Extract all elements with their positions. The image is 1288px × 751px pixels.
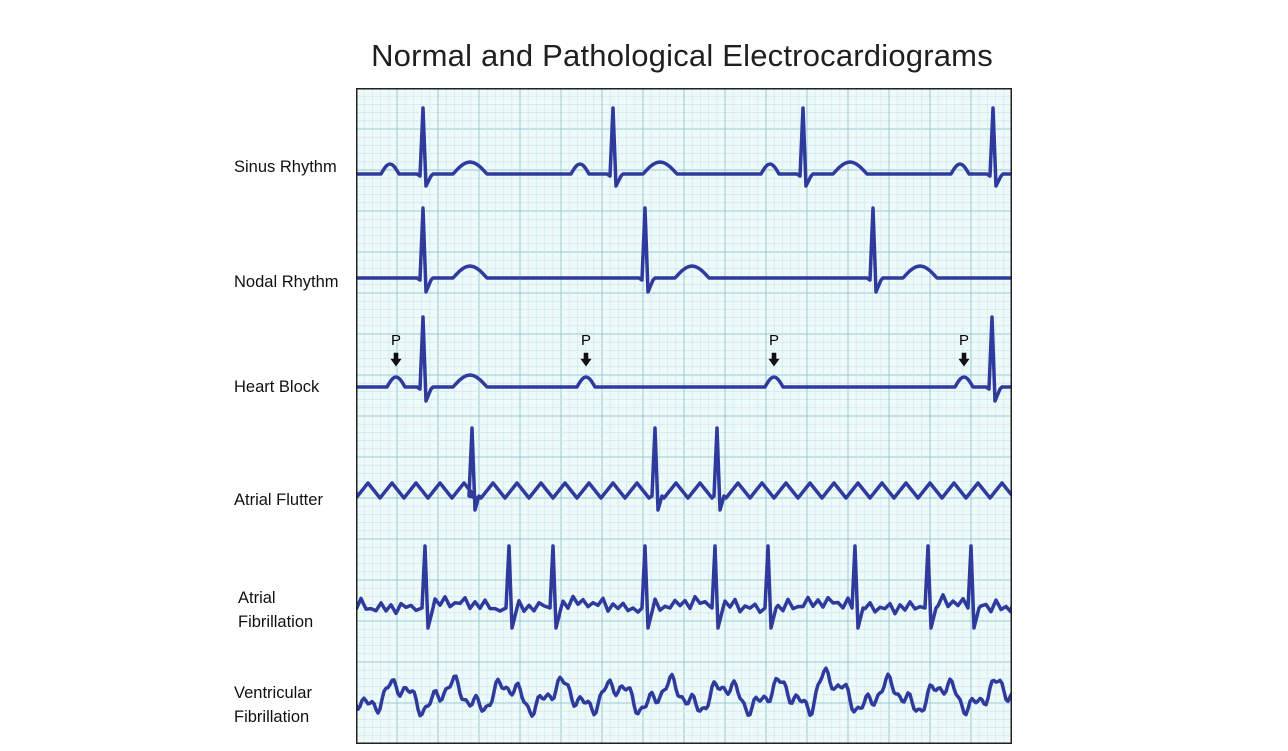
row-label-line: Heart Block [234, 378, 320, 396]
down-arrow-icon [390, 352, 402, 367]
down-arrow-icon [768, 352, 780, 367]
trace-ventricular-fibrillation [356, 666, 1012, 718]
row-label-line: Ventricular [234, 684, 312, 702]
row-label-line: Sinus Rhythm [234, 158, 337, 176]
row-label-line: Atrial [238, 589, 276, 607]
p-marker-label: P [581, 332, 591, 349]
row-label-sinus-rhythm: Sinus Rhythm [234, 155, 337, 179]
row-label-nodal-rhythm: Nodal Rhythm [234, 270, 339, 294]
row-label-line: Fibrillation [238, 613, 314, 631]
p-marker-label: P [391, 332, 401, 349]
trace-nodal-rhythm [356, 206, 1012, 294]
p-wave-marker: P [390, 332, 402, 367]
page-title: Normal and Pathological Electrocardiogra… [371, 38, 993, 73]
p-marker-label: P [959, 332, 969, 349]
p-marker-label: P [769, 332, 779, 349]
ecg-chart: P P P P [356, 88, 1012, 744]
panel-frame [356, 88, 1012, 744]
trace-heart-block [356, 315, 1012, 403]
grid-lines [356, 88, 1012, 744]
row-label-atrial-flutter: Atrial Flutter [234, 488, 323, 512]
down-arrow-icon [580, 352, 592, 367]
trace-atrial-fibrillation [356, 544, 1012, 630]
row-label-line: Nodal Rhythm [234, 273, 339, 291]
row-label-ventricular-fibrillation: Ventricular Fibrillation [234, 681, 312, 729]
trace-sinus-rhythm [356, 106, 1012, 188]
p-wave-marker: P [958, 332, 970, 367]
p-wave-marker: P [768, 332, 780, 367]
ecg-grid-panel: P P P P [356, 88, 1012, 744]
row-label-line: Atrial Flutter [234, 491, 323, 509]
row-label-atrial-fibrillation: Atrial Fibrillation [238, 586, 313, 634]
row-label-heart-block: Heart Block [234, 375, 319, 399]
down-arrow-icon [958, 352, 970, 367]
trace-atrial-flutter [356, 426, 1012, 512]
p-wave-marker: P [580, 332, 592, 367]
row-label-line: Fibrillation [234, 708, 310, 726]
